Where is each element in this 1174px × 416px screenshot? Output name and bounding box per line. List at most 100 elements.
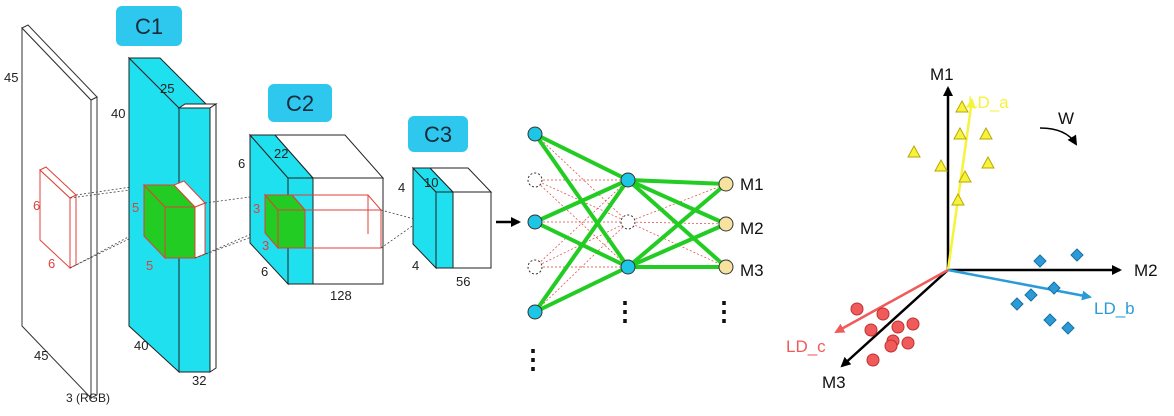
rotation-label: W <box>1058 109 1074 128</box>
input-top-face <box>21 24 98 101</box>
input-ellipsis: ⋮ <box>520 344 546 374</box>
c2-layer: 6 22 6 128 3 3 <box>238 133 385 303</box>
cluster-c-point <box>866 353 880 367</box>
active-connections <box>533 132 728 314</box>
c1-badge-box <box>116 6 182 46</box>
projection-plot: M1 M2 M3 LD_a LD_b LD_c W <box>786 65 1158 392</box>
c3-badge-label: C3 <box>424 122 452 147</box>
rotation-arrow <box>1039 127 1078 146</box>
cluster-c-point <box>906 317 920 331</box>
c2-top-label: 22 <box>274 146 288 161</box>
hidden-node <box>620 259 636 275</box>
c1-width-label: 40 <box>134 338 148 353</box>
output-label-m1: M1 <box>740 175 764 194</box>
dropped-connection <box>534 179 629 268</box>
active-connection <box>534 265 629 314</box>
cluster-b-point <box>1047 281 1061 295</box>
c2-depth-label: 128 <box>330 288 352 303</box>
hidden-ellipsis: ⋮ <box>612 296 638 326</box>
input-kernel-w-label: 6 <box>48 256 55 271</box>
input-node <box>527 126 543 142</box>
dropped-connection <box>534 133 629 223</box>
c2-badge-label: C2 <box>286 91 314 116</box>
c2-badge-box <box>268 84 332 122</box>
input-depth-label: 3 (RGB) <box>66 391 110 405</box>
active-connection <box>627 222 727 269</box>
c3-top-label: 10 <box>424 175 438 190</box>
cluster-a-point <box>953 126 967 140</box>
vector-ld-b-label: LD_b <box>1094 299 1135 318</box>
cluster-a-point <box>951 192 965 206</box>
output-node <box>718 176 734 192</box>
c1-badge: C1 <box>116 6 182 46</box>
c1-depth-label: 32 <box>192 373 206 388</box>
output-node <box>718 259 734 275</box>
active-connection <box>533 178 630 314</box>
dropped-connection <box>534 179 629 223</box>
input-kernel-h-label: 6 <box>33 198 40 213</box>
cluster-b-point <box>1010 297 1024 311</box>
cluster-c-point <box>884 339 898 353</box>
active-connection <box>627 178 727 226</box>
axis-m3 <box>840 269 949 368</box>
c3-width-label: 4 <box>412 258 419 273</box>
input-node <box>527 304 543 320</box>
c3-side-face <box>435 191 454 269</box>
c1-badge-label: C1 <box>135 14 163 39</box>
input-layer: 45 45 3 (RGB) 6 6 <box>4 24 110 405</box>
network-nodes <box>527 126 734 320</box>
input-node <box>527 172 543 188</box>
vector-ld-c-label: LD_c <box>786 337 826 356</box>
input-side-face <box>90 96 98 399</box>
point-clusters <box>850 99 1084 367</box>
input-height-label: 45 <box>4 70 18 85</box>
vector-ld-a <box>946 98 976 271</box>
c2-badge: C2 <box>268 84 332 122</box>
output-label-m3: M3 <box>740 261 764 280</box>
output-label-m2: M2 <box>740 219 764 238</box>
input-node <box>527 259 543 275</box>
c1-layer: 40 25 40 32 5 5 <box>111 56 218 388</box>
cluster-a-point <box>979 126 993 140</box>
axis-m1-label: M1 <box>930 65 954 84</box>
cluster-c-point <box>891 320 905 334</box>
c3-layer: 4 10 4 56 <box>398 166 493 289</box>
vector-ld-a-label: LD_a <box>968 93 1009 112</box>
axis-m3-label: M3 <box>822 373 846 392</box>
output-node <box>718 216 734 232</box>
cluster-b-point <box>1033 254 1047 268</box>
hidden-node <box>620 214 636 230</box>
active-connection <box>627 178 727 186</box>
c1-kernel-a-label: 5 <box>132 200 139 215</box>
cluster-b-point <box>1061 321 1075 335</box>
c3-badge: C3 <box>408 116 468 152</box>
c3-badge-box <box>408 116 468 152</box>
active-connection <box>534 132 629 182</box>
c1-height-label: 40 <box>111 106 125 121</box>
cluster-c-point <box>864 323 878 337</box>
cluster-b-point <box>1024 288 1038 302</box>
dropped-connection <box>534 221 629 313</box>
cluster-c-point <box>850 302 864 316</box>
c3-height-label: 4 <box>398 180 405 195</box>
dropped-connection <box>534 179 629 268</box>
output-ellipsis: ⋮ <box>711 296 737 326</box>
cluster-c-point <box>876 307 890 321</box>
hidden-node <box>620 172 636 188</box>
active-connection <box>626 182 728 269</box>
cluster-b-point <box>1043 313 1057 327</box>
cluster-a-point <box>907 144 921 158</box>
c2-width-label: 6 <box>261 264 268 279</box>
vector-ld-c <box>834 268 949 334</box>
c1-top-label: 25 <box>160 81 174 96</box>
c2-kernel-a-label: 3 <box>253 201 260 216</box>
cluster-a-point <box>934 158 948 172</box>
projection-lines-2 <box>194 194 266 259</box>
c3-depth-label: 56 <box>456 274 470 289</box>
axis-m2-label: M2 <box>1134 261 1158 280</box>
fc-network: ⋮ ⋮ ⋮ M1 M2 M3 <box>520 126 764 374</box>
dropped-connection <box>534 221 629 268</box>
input-kernel-side <box>69 194 77 269</box>
